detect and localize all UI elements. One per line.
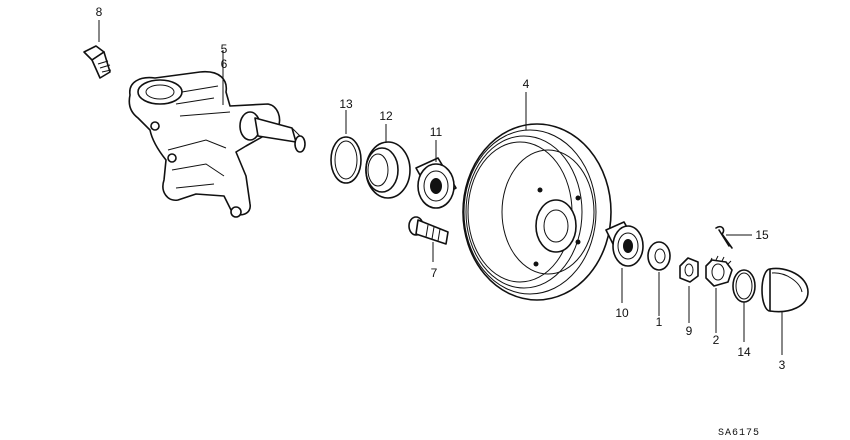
callout-14: 14 bbox=[737, 345, 751, 359]
nut-9 bbox=[679, 257, 699, 323]
bearing-10 bbox=[605, 221, 644, 303]
callout-12: 12 bbox=[379, 109, 393, 123]
washer-1 bbox=[647, 241, 671, 316]
callout-10: 10 bbox=[615, 306, 629, 320]
hub-cap-3 bbox=[761, 267, 809, 355]
callout-11: 11 bbox=[430, 125, 443, 139]
callout-3: 3 bbox=[779, 358, 786, 372]
callout-9: 9 bbox=[686, 324, 693, 338]
callout-8: 8 bbox=[96, 5, 103, 19]
callout-2: 2 bbox=[713, 333, 720, 347]
ring-14 bbox=[732, 269, 756, 342]
flange-bolt-8 bbox=[83, 20, 112, 79]
callout-4: 4 bbox=[523, 77, 530, 91]
callout-7: 7 bbox=[431, 266, 438, 280]
castle-nut-2 bbox=[705, 255, 733, 333]
seal-12 bbox=[365, 124, 411, 199]
stud-bolt-7 bbox=[408, 216, 449, 262]
brake-drum-4 bbox=[462, 92, 612, 301]
callout-6: 6 bbox=[221, 57, 228, 71]
diagram-code: SA6175 bbox=[718, 428, 760, 439]
callout-1: 1 bbox=[656, 315, 663, 329]
bearing-11 bbox=[415, 140, 457, 209]
cotter-pin-15 bbox=[715, 225, 752, 249]
callout-15: 15 bbox=[755, 228, 769, 242]
o-ring-13 bbox=[330, 110, 362, 184]
knuckle-5-6 bbox=[128, 50, 306, 218]
callout-13: 13 bbox=[339, 97, 353, 111]
callout-5: 5 bbox=[221, 42, 228, 56]
